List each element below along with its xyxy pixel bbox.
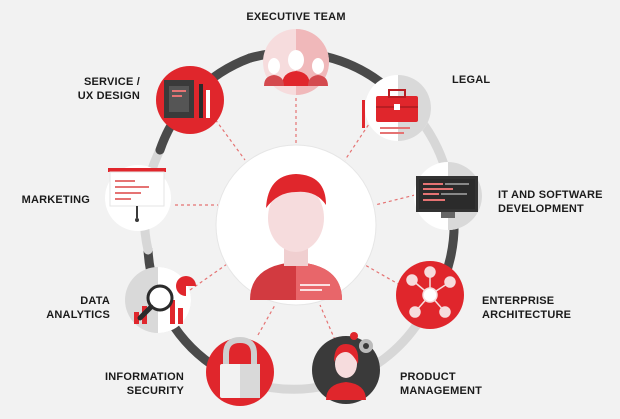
node-service-ux[interactable] <box>156 66 224 134</box>
connector-enterprise <box>364 264 401 286</box>
label-line: PRODUCT <box>400 371 456 383</box>
manager-gear-icon <box>326 332 373 400</box>
label-marketing: MARKETING <box>10 193 90 207</box>
label-legal: LEGAL <box>452 73 490 87</box>
presentation-board-icon <box>108 168 166 222</box>
team-icon <box>264 50 328 86</box>
node-information-security[interactable] <box>206 336 274 406</box>
node-it-software[interactable] <box>414 162 482 230</box>
label-line: ENTERPRISE <box>482 295 555 307</box>
node-enterprise-architecture[interactable] <box>396 261 464 329</box>
label-line: INFORMATION <box>105 371 184 383</box>
sketchbook-pens-icon <box>164 80 210 118</box>
person-avatar-icon <box>250 174 342 300</box>
label-line: DATA <box>80 295 110 307</box>
network-icon <box>406 266 456 318</box>
center-person <box>215 144 377 306</box>
connector-data <box>189 261 231 291</box>
label-line: SECURITY <box>126 385 184 397</box>
connector-security <box>257 304 276 336</box>
label-executive-team: EXECUTIVE TEAM <box>236 10 356 24</box>
label-line: LEGAL <box>452 74 491 86</box>
label-line: EXECUTIVE TEAM <box>246 11 346 23</box>
node-executive-team[interactable] <box>263 29 329 95</box>
label-line: IT AND SOFTWARE <box>498 189 603 201</box>
node-product-management[interactable] <box>312 332 380 404</box>
node-legal[interactable] <box>362 75 431 141</box>
label-enterprise-architecture: ENTERPRISE ARCHITECTURE <box>482 294 571 322</box>
label-it-software: IT AND SOFTWARE DEVELOPMENT <box>498 188 603 216</box>
connector-service <box>211 114 246 161</box>
label-line: MARKETING <box>21 194 90 206</box>
connector-it <box>374 194 416 206</box>
connector-product <box>319 304 336 341</box>
node-marketing[interactable] <box>105 165 171 231</box>
magnifier-chart-icon <box>134 276 196 324</box>
briefcase-icon <box>362 89 418 134</box>
node-data-analytics[interactable] <box>125 267 196 333</box>
monitor-icon <box>416 176 478 218</box>
label-line: MANAGEMENT <box>400 385 483 397</box>
label-product-management: PRODUCT MANAGEMENT <box>400 370 482 398</box>
label-information-security: INFORMATION SECURITY <box>84 370 184 398</box>
label-line: ARCHITECTURE <box>482 309 572 321</box>
label-data-analytics: DATA ANALYTICS <box>40 294 110 322</box>
label-service-ux: SERVICE / UX DESIGN <box>60 75 140 103</box>
label-line: DEVELOPMENT <box>498 203 584 215</box>
connectors <box>175 92 416 341</box>
label-line: ANALYTICS <box>46 309 110 321</box>
label-line: SERVICE / <box>83 76 140 88</box>
label-line: UX DESIGN <box>77 90 140 102</box>
padlock-icon <box>220 336 260 398</box>
